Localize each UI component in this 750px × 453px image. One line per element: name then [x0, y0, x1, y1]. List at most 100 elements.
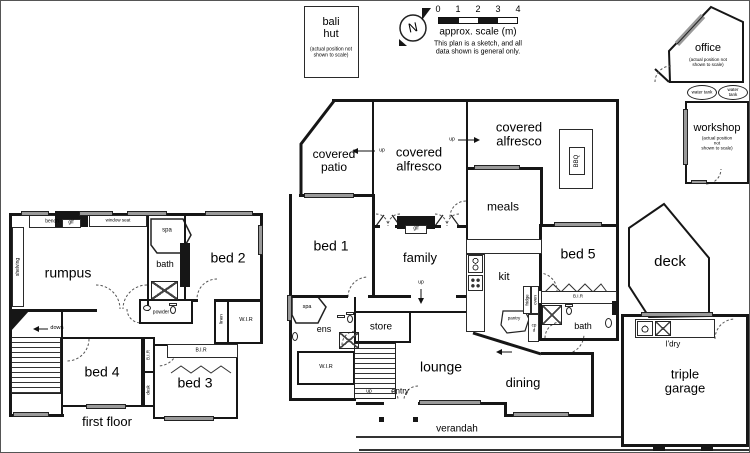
direction-arrows	[33, 137, 512, 355]
room-lounge: lounge	[419, 358, 463, 375]
scale-tick-4: 4	[515, 4, 521, 15]
pantry-shape	[500, 310, 530, 334]
room-kit: kit	[498, 270, 510, 283]
window	[304, 193, 354, 198]
window	[287, 295, 292, 321]
stove-icon	[468, 275, 483, 291]
room-covered-alfresco-right: covered alfresco	[495, 119, 543, 149]
bir-label-bed5: B.I.R	[572, 293, 584, 299]
glf-label: glf	[68, 219, 74, 226]
window	[474, 165, 520, 170]
oven-cabinet	[531, 286, 539, 314]
water-tank-left	[687, 85, 717, 100]
wall-pier	[612, 301, 618, 315]
store-outline	[354, 311, 411, 343]
office-outline	[667, 5, 744, 83]
spa-label-ff: spa	[162, 227, 172, 234]
bir-label-top: B.I.R	[195, 347, 207, 354]
glf-label: glf	[413, 225, 419, 232]
room-bath-gf: bath	[574, 321, 592, 332]
toilet-tank	[346, 312, 354, 315]
room-family: family	[403, 249, 437, 265]
down-annotation: down	[50, 324, 64, 331]
oven-label: oven	[532, 295, 538, 305]
vanity-icon	[151, 281, 178, 300]
room-bed4: bed 4	[84, 363, 120, 380]
workshop-window	[683, 109, 688, 165]
window	[641, 312, 713, 317]
water-tank-right-label: water tank	[727, 87, 739, 97]
wall	[539, 303, 542, 340]
bali-hut-outline	[304, 6, 359, 78]
toilet-tank	[169, 303, 177, 306]
wall	[621, 444, 749, 447]
wall	[456, 295, 468, 298]
basin-icon	[143, 305, 151, 311]
robe-doors-bed3	[170, 365, 232, 374]
shower-icon	[542, 305, 562, 325]
fireplace-hearth	[62, 219, 81, 228]
workshop-label: workshop	[693, 121, 741, 134]
wall	[504, 402, 507, 417]
room-covered-patio: covered patio	[312, 146, 356, 174]
wall	[540, 167, 543, 227]
up-annotation: up	[449, 136, 455, 143]
wall	[193, 299, 198, 302]
cpd-label: cpd	[531, 322, 537, 332]
fridge-label: fridge	[524, 294, 530, 306]
workshop-door-sill	[691, 180, 707, 184]
office-note: (actual position not shown to scale)	[689, 57, 727, 67]
wall	[372, 197, 375, 297]
washer-icon	[637, 321, 653, 336]
wall	[621, 314, 624, 446]
toilet-icon	[566, 307, 572, 315]
wall	[368, 295, 411, 298]
office-label: office	[694, 41, 722, 54]
wall	[746, 314, 749, 446]
bir-strip-bed3	[167, 344, 238, 358]
window	[164, 416, 214, 421]
cupboard	[528, 314, 539, 342]
entry-label: entry	[391, 386, 409, 396]
garage-door-post	[701, 444, 713, 451]
scale-tick-3: 3	[495, 4, 501, 15]
wir-ff-outline	[214, 299, 263, 344]
wall	[289, 398, 356, 401]
room-meals: meals	[486, 199, 520, 214]
scale-tick-1: 1	[455, 4, 461, 15]
fridge-cabinet	[523, 286, 531, 314]
kitchen-bench	[466, 254, 485, 332]
powder-outline	[139, 299, 193, 324]
shelving-label: shelving	[15, 257, 21, 277]
room-covered-alfresco-mid: covered alfresco	[395, 144, 443, 174]
bench-label: bench	[45, 218, 59, 225]
scale-tick-2: 2	[475, 4, 481, 15]
wall	[289, 295, 348, 298]
toilet-tank	[565, 304, 573, 307]
powder-label: powder	[152, 309, 170, 316]
water-tank-right	[718, 85, 748, 100]
toilet-tank	[337, 315, 345, 318]
verandah-edge	[356, 436, 622, 438]
workshop-note: (actual position not shown to scale)	[701, 135, 733, 151]
wall	[147, 213, 149, 311]
wall	[539, 224, 542, 291]
spa-label-ens: spa	[302, 303, 312, 310]
wall	[227, 301, 229, 342]
verandah-post	[413, 417, 418, 422]
wall	[9, 213, 12, 417]
window	[419, 400, 481, 405]
sink-icon	[468, 255, 483, 273]
verandah-post	[379, 417, 384, 422]
linen-label: linen	[218, 314, 224, 324]
room-bed5: bed 5	[560, 245, 596, 262]
up-annotation: up	[379, 147, 385, 154]
wall-pier	[180, 243, 190, 287]
garage-door-post	[653, 444, 665, 451]
bir-label-side: B.I.R	[145, 349, 151, 361]
fireplace-hearth	[405, 225, 427, 234]
toilet-icon	[347, 315, 353, 323]
laundry-trough-icon	[655, 321, 671, 336]
bbq-label: BBQ	[574, 154, 580, 168]
